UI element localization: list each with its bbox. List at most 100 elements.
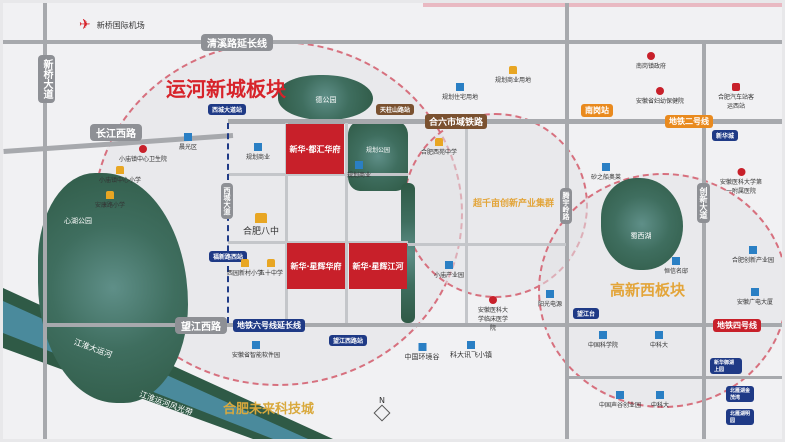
poi-label: 规划商业 [346,172,372,179]
poi-label: 规划商业用地 [494,77,532,84]
poi-label: 中科大 [649,342,669,349]
poi-building: 合肥创新产业园 [732,246,774,264]
station-wangjiang[interactable]: 望江西路站 [329,335,368,346]
building-icon [253,143,262,151]
rail-label-heliu: 合六市域铁路 [425,114,488,129]
government-icon [646,52,655,60]
road-label-xinqiao: 新桥大道 [38,55,55,103]
road-label-tengyu: 腾宇岭路 [560,188,572,224]
school-icon [240,259,249,267]
poi-label: 合肥八中 [242,227,280,237]
park-shuxi [601,178,683,270]
station-nangang[interactable]: 南岗站 [581,104,613,117]
road-minor [228,241,408,244]
building-icon [655,391,664,399]
school-icon [434,138,443,146]
road-chuangxin [702,41,706,439]
school-icon [266,259,275,267]
poi-label: 西园新村小学 [226,270,264,277]
poi-building: 中科大 [651,391,669,409]
poi-label: 砂之船奥莱 [590,174,622,181]
poi-building: 安徽省智能软件园 [232,341,280,359]
poi-label: 五十中学 [258,270,284,277]
bus-icon [732,83,740,91]
road-changjiang [228,119,782,124]
poi-building: 规划商业 [347,161,371,179]
project-block-3[interactable]: 新华·星辉江河 [349,243,407,289]
hospital-icon [138,145,147,153]
poi-building: 恒信名邸 [664,257,688,275]
building-icon [354,161,363,169]
compass: N [373,396,391,422]
building-icon [750,288,759,296]
poi-label: 小庙镇中心小学 [98,177,142,184]
poi-school: 合肥西苑中学 [421,138,457,156]
metro6-line [227,123,229,323]
poi-government: 南岗镇政府 [636,52,666,70]
zone-title-yunhe: 运河新城板块 [166,77,286,101]
poi-building: 中国科学院 [588,331,618,349]
poi-label: 安康路小学 [94,202,126,209]
building-icon [654,331,663,339]
building-icon [467,341,475,349]
poi-label: 合肥汽车站客运西站 [717,94,754,110]
poi-hospital: 安徽省妇幼保健院 [636,87,684,105]
hospital-icon [655,87,664,95]
badge-beiyan2: 北雁湖明园 [726,409,754,425]
road-label-chuangxin: 创新大道 [697,183,710,223]
poi-label: 小庙镇中心卫生院 [118,156,168,163]
poi-school: 五十中学 [259,259,283,277]
zone-title-chaoqian: 超千亩创新产业集群 [473,199,555,209]
rail-label-metro6: 地铁六号线延长线 [233,319,305,332]
poi-label: 中国环境谷 [404,353,440,361]
poi-label: 安徽医科大学第一附属医院 [719,179,762,195]
building-icon [444,261,453,269]
park-guihua [348,121,408,191]
zone-title-weilai: 合肥未来科技城 [223,402,315,417]
airport-label: 新桥国际机场 [96,20,145,30]
road-label-xicheng: 西城大道 [221,183,233,219]
rail-label-metro4: 地铁四号线 [713,319,761,332]
poi-hospital: 安徽医科大学第一附属医院 [719,168,764,195]
road-minor [345,123,348,323]
poi-building: 晨光区 [179,133,197,151]
building-icon [418,343,426,351]
station-wangjiangtai[interactable]: 望江台 [573,308,600,319]
park-label-xinhu: 心湖公园 [64,217,92,225]
poi-label: 安徽广电大厦 [736,299,774,306]
poi-bus-station: 合肥汽车站客运西站 [716,83,756,110]
road-minor [285,123,288,323]
poi-building: 中国声谷创业园 [599,391,641,409]
project-block-1[interactable]: 新华·都汇华府 [286,124,344,174]
corner-accent [423,3,782,7]
zone-title-gaoxin: 高新西板块 [610,281,686,299]
road-qingxi [3,40,782,44]
poi-label: 晨光区 [178,144,198,151]
station-fuxin[interactable]: 福新路西站 [209,251,248,262]
poi-building: 砂之船奥莱 [591,163,621,181]
badge-beiyan1: 北雁湖金茂湾 [726,386,754,402]
road-minor [408,243,566,246]
project-block-2[interactable]: 新华·星辉华府 [287,243,345,289]
park-de [278,75,373,120]
compass-icon [373,404,391,422]
station-tianzhu[interactable]: 天柱山路站 [376,104,415,115]
poi-building: 中科大 [650,331,668,349]
poi-hospital: 小庙镇中心卫生院 [119,145,167,163]
poi-label: 规划住宅用地 [441,94,479,101]
school-icon [508,66,517,74]
hospital-icon [489,296,497,304]
road-minor [228,173,408,176]
poi-label: 规划商业 [245,154,271,161]
rail-label-metro2: 地铁二号线 [665,115,713,128]
poi-school: 安康路小学 [95,191,125,209]
station-xicheng[interactable]: 西城大道站 [208,104,247,115]
badge-xinhuayuhu: 新华御湖上园 [710,358,742,374]
park-label-de: 德公园 [315,96,337,104]
building-icon [251,341,260,349]
park-label-shuxi: 蜀西湖 [630,232,652,240]
poi-label: 中国声谷创业园 [598,402,642,409]
poi-label: 阳光电源 [537,301,563,308]
badge-xinhuacheng: 新华城 [712,130,739,141]
